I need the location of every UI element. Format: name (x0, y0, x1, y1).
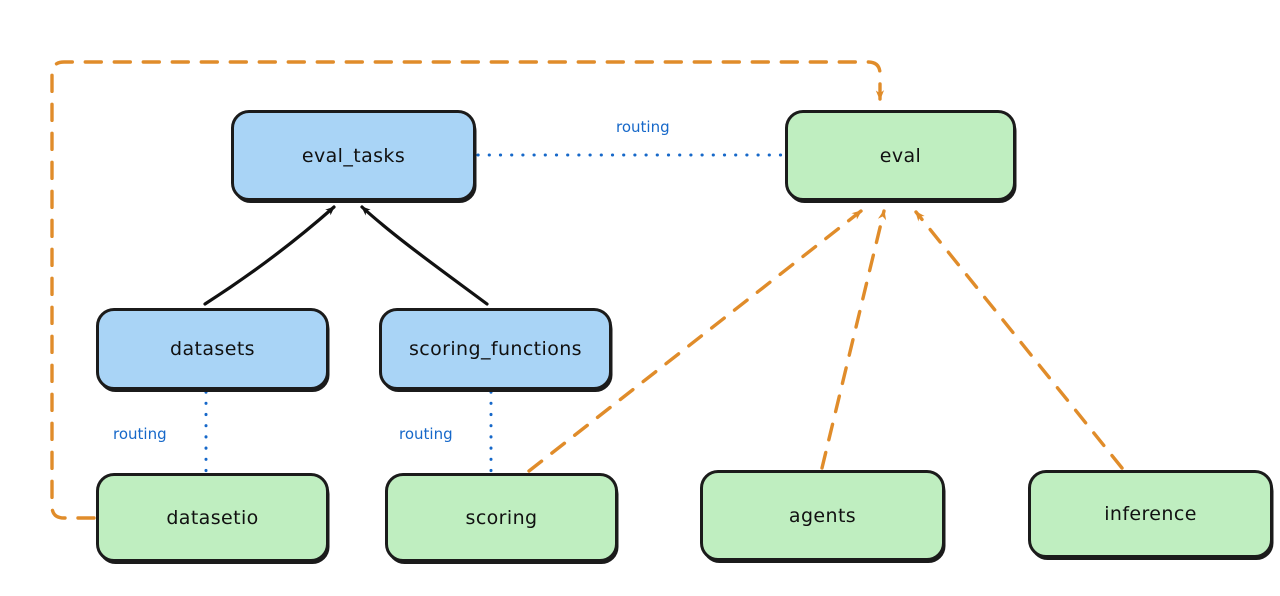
node-scoring[interactable]: scoring (385, 473, 618, 562)
edge-datasetio-eval (50, 60, 885, 520)
node-eval-tasks[interactable]: eval_tasks (231, 110, 476, 201)
node-datasetio[interactable]: datasetio (96, 473, 329, 562)
node-label-agents: agents (788, 504, 857, 527)
node-eval[interactable]: eval (785, 110, 1016, 201)
node-datasets[interactable]: datasets (96, 308, 329, 390)
node-label-datasetio: datasetio (166, 506, 259, 529)
edge-label-routing-scoring-functions-scoring: routing (399, 425, 453, 443)
edge-datasets-eval_tasks (203, 205, 336, 306)
node-label-datasets: datasets (170, 338, 255, 360)
edge-inference-eval (914, 210, 1124, 470)
node-agents[interactable]: agents (700, 470, 945, 561)
edge-scoring-functions-eval_tasks (360, 205, 489, 306)
node-label-inference: inference (1104, 503, 1197, 525)
edge-agents-eval (820, 209, 887, 470)
node-label-scoring-functions: scoring_functions (409, 338, 582, 360)
edge-label-routing-datasets-datasetio: routing (113, 425, 167, 443)
edge-label-routing-eval-tasks-eval: routing (616, 118, 670, 136)
edge-scoring-eval (527, 209, 863, 473)
node-label-scoring: scoring (465, 506, 538, 529)
node-label-eval-tasks: eval_tasks (301, 144, 406, 167)
node-inference[interactable]: inference (1028, 470, 1273, 558)
node-scoring-functions[interactable]: scoring_functions (379, 308, 612, 390)
node-label-eval: eval (879, 144, 922, 167)
